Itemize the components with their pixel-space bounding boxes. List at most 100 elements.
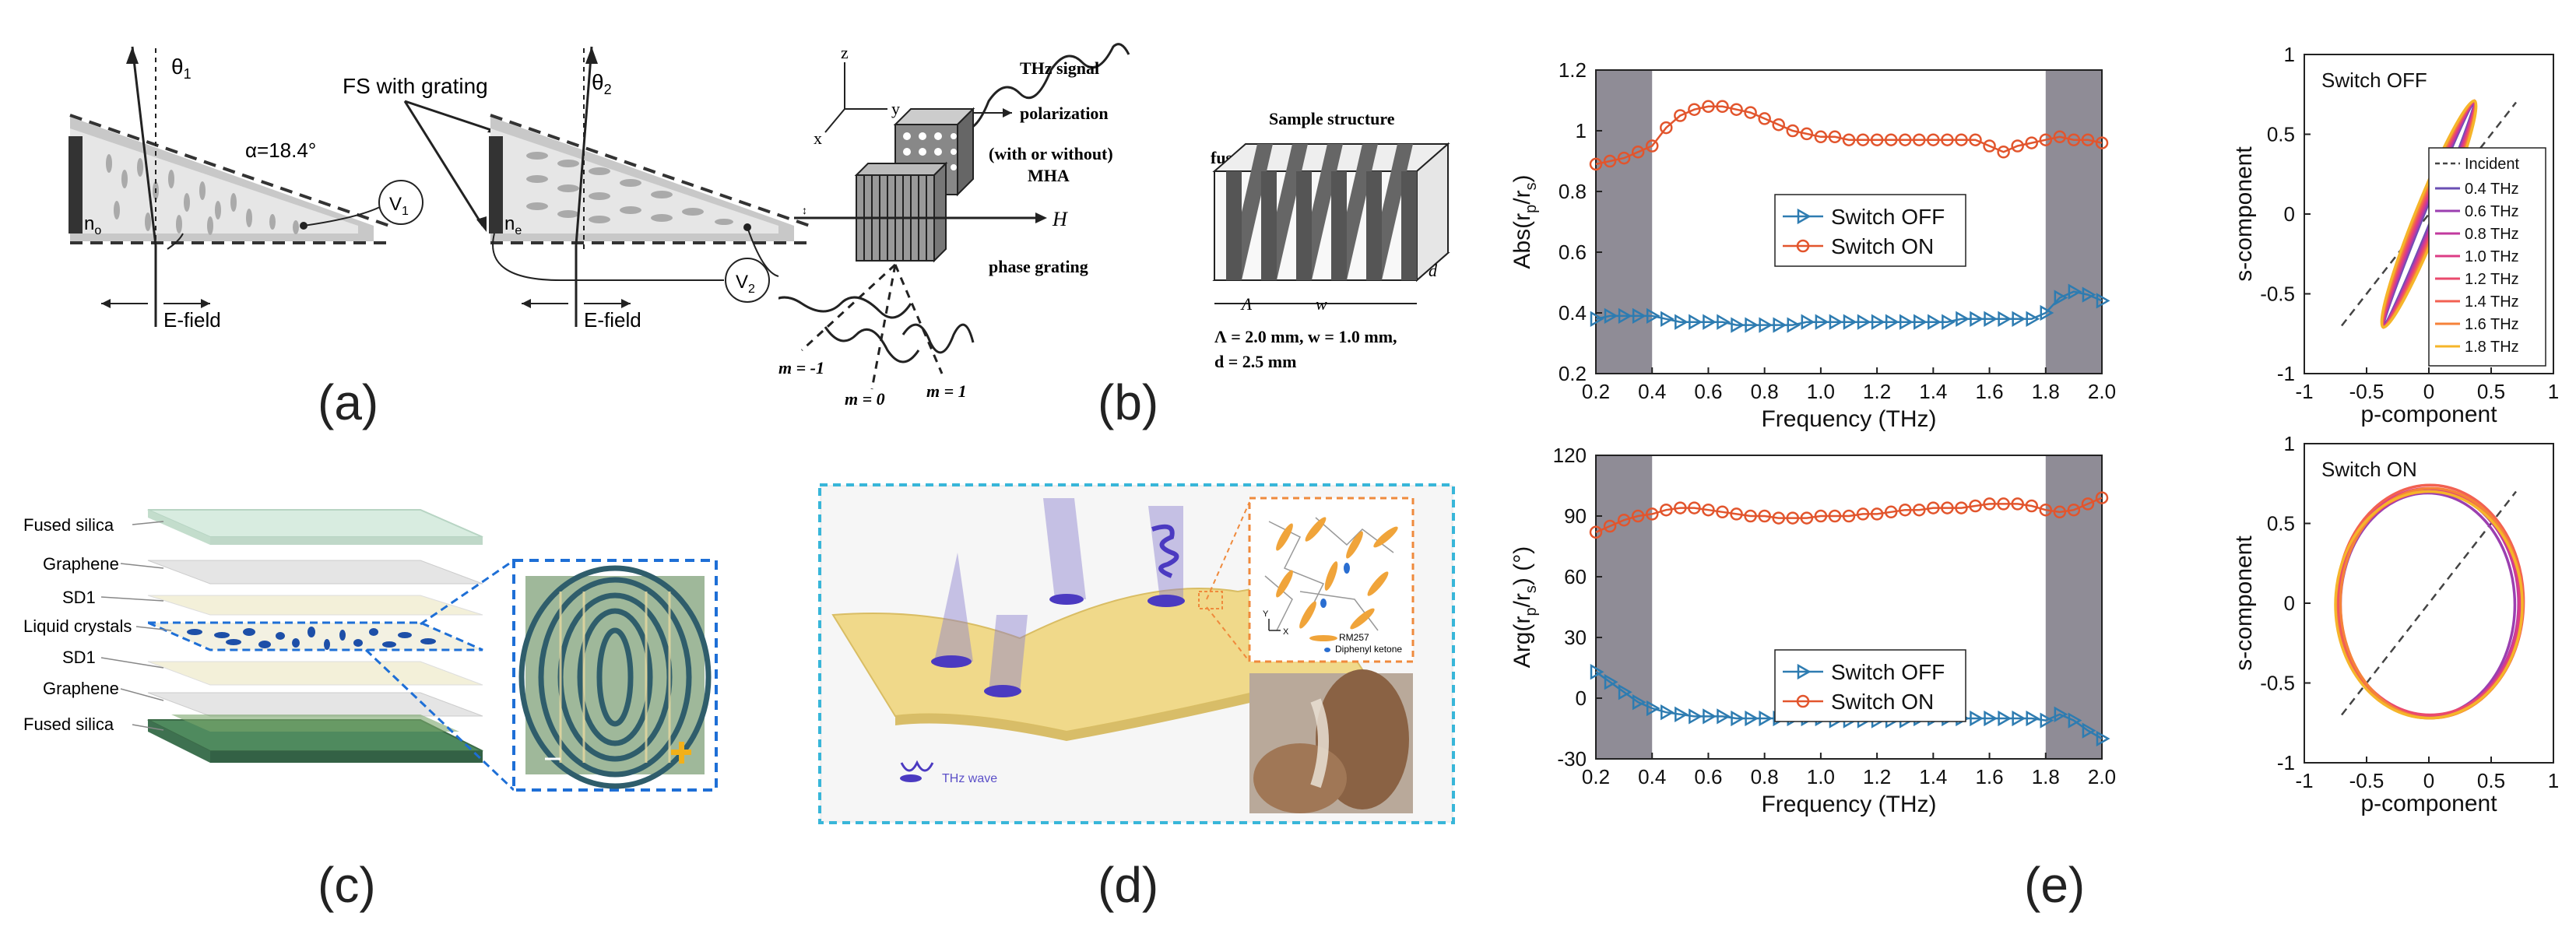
data-point	[2025, 136, 2038, 149]
data-point	[1955, 501, 1968, 514]
panel-label-a: (a)	[318, 374, 379, 430]
svg-text:d: d	[1429, 261, 1438, 280]
incident-line	[2341, 490, 2517, 716]
lc-molecules	[187, 627, 436, 650]
n-e-label: ne	[504, 213, 522, 237]
data-point	[2040, 304, 2054, 321]
shaded-region	[1596, 455, 1653, 759]
x-tick-label: 1	[2548, 380, 2559, 403]
data-point	[1941, 501, 1954, 514]
data-point	[1703, 708, 1717, 725]
x-tick-label: 0.4	[1638, 765, 1666, 788]
legend-label: Switch OFF	[1831, 205, 1945, 229]
y-axis-label: Arg(rp/rs) (°)	[1509, 546, 1540, 668]
legend-label: 1.6 THz	[2465, 316, 2519, 333]
y-axis-label: s-component	[2231, 146, 2257, 282]
data-point	[2082, 722, 2096, 739]
data-point	[1773, 317, 1787, 333]
alpha-label: α=18.4°	[245, 139, 316, 162]
x-tick-label: 1.6	[1975, 380, 2003, 403]
layer-sd1-top	[147, 595, 483, 616]
data-point	[1717, 314, 1731, 330]
y-tick-label: 0.2	[1559, 362, 1587, 385]
n-o-label: no	[84, 213, 101, 237]
data-point	[1970, 710, 1984, 727]
data-point	[1603, 154, 1617, 168]
data-point	[1716, 100, 1729, 114]
data-point	[2082, 286, 2096, 303]
data-point	[1800, 127, 1814, 141]
data-point	[1702, 100, 1715, 114]
layer-liquid-crystals	[147, 621, 483, 651]
x-tick-label: 1	[2548, 769, 2559, 792]
data-point	[1675, 706, 1689, 722]
series-line	[1595, 497, 2103, 533]
legend-label: 1.2 THz	[2465, 271, 2519, 288]
data-point	[1927, 501, 1940, 514]
data-point	[1969, 499, 1982, 513]
data-point	[1617, 151, 1631, 165]
panel-b-diagram: z y x THz signal polarization (with or w…	[761, 43, 1450, 409]
x-axis-label: p-component	[2360, 791, 2497, 816]
data-point	[1800, 511, 1814, 525]
panel-d-diagram: THz wave Y X RM257 Diphenyl ketone	[818, 483, 1455, 824]
data-point	[1913, 503, 1926, 517]
x-tick-label: -0.5	[2349, 380, 2384, 403]
y-tick-label: 1	[1576, 119, 1587, 142]
voltmeter-v1	[378, 180, 423, 225]
y-tick-label: 0.6	[1559, 241, 1587, 264]
data-point	[1731, 710, 1745, 727]
legend-label: 1.0 THz	[2465, 248, 2519, 265]
y-tick-label: 1.2	[1559, 58, 1587, 82]
legend-label: 1.4 THz	[2465, 293, 2519, 311]
data-point	[1730, 103, 1743, 116]
plot-frame	[1595, 455, 2103, 760]
electrode-right	[489, 136, 503, 233]
data-point	[1984, 710, 1998, 727]
wave-m-minus1	[761, 296, 912, 319]
data-point	[1786, 124, 1800, 138]
layer-graphene-top	[147, 560, 483, 585]
panel-label-d: (d)	[1098, 857, 1159, 913]
svg-text:Liquid crystals: Liquid crystals	[23, 616, 132, 636]
data-point	[2067, 503, 2081, 517]
data-point	[1674, 501, 1687, 514]
data-point	[1590, 311, 1604, 327]
series-line	[1595, 290, 2103, 326]
data-point	[1997, 146, 2010, 159]
x-tick-label: 0.6	[1694, 765, 1722, 788]
data-point	[1744, 106, 1757, 119]
svg-text:Fused silica: Fused silica	[23, 515, 114, 535]
y-tick-label: -1	[2277, 362, 2295, 385]
legend-label: Switch OFF	[1831, 660, 1945, 684]
data-point	[1688, 501, 1701, 514]
data-point	[2081, 133, 2095, 146]
data-point	[2067, 133, 2081, 146]
data-point	[1970, 311, 1984, 327]
x-tick-label: 0	[2423, 769, 2434, 792]
shaded-region	[1596, 70, 1653, 374]
panel-a: θ1 α=18.4° no V1 E-field FS with grating…	[47, 16, 833, 381]
v2-label: V2	[736, 272, 755, 296]
x-axis-label: Frequency (THz)	[1761, 406, 1936, 432]
data-point	[1589, 525, 1603, 539]
y-tick-label: 0.4	[1559, 301, 1587, 325]
grating-sample-structure	[1212, 142, 1450, 283]
data-point	[1745, 317, 1759, 333]
svg-text:SD1: SD1	[62, 588, 96, 607]
legend-label: 0.6 THz	[2465, 203, 2519, 220]
data-point	[1703, 314, 1717, 330]
data-point	[1942, 314, 1956, 330]
data-point	[2039, 133, 2053, 146]
svg-text:w: w	[1316, 294, 1327, 314]
data-point	[1645, 139, 1659, 153]
panel-a-diagram: θ1 α=18.4° no V1 E-field FS with grating…	[69, 46, 810, 332]
data-point	[1758, 509, 1771, 523]
layer-graphene-bottom	[147, 692, 483, 717]
svg-text:m = 0: m = 0	[845, 389, 885, 409]
data-point	[1631, 146, 1645, 159]
